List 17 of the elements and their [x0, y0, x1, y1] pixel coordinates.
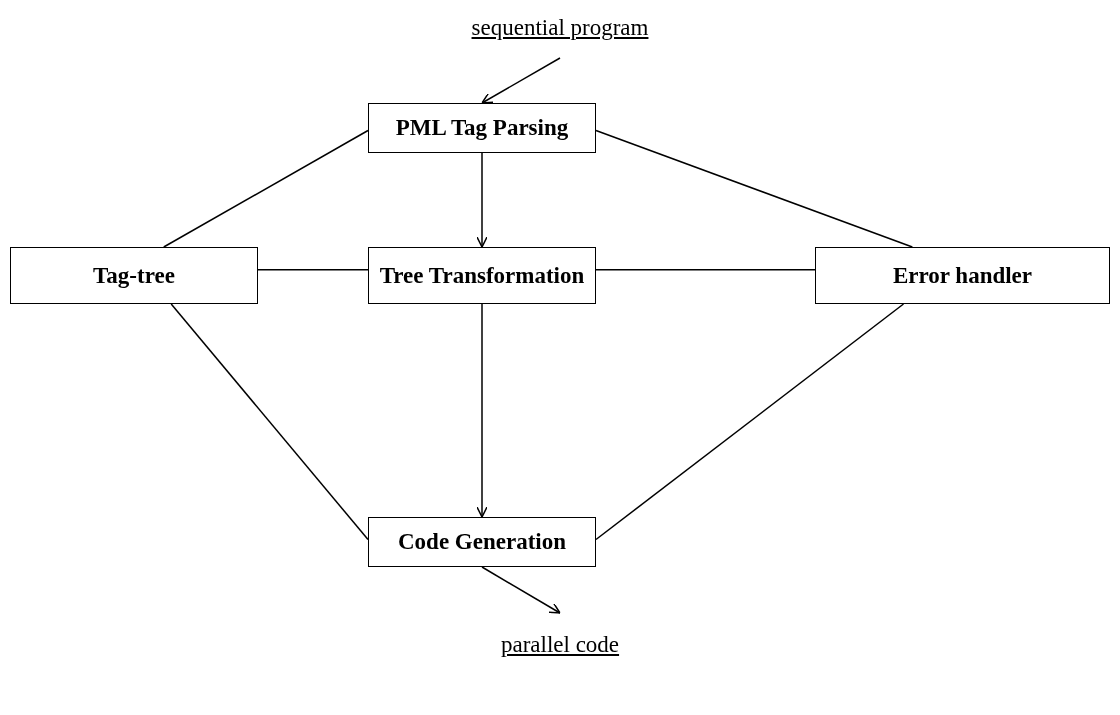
connector-line — [595, 269, 816, 271]
connector-line — [595, 129, 914, 248]
process-box: PML Tag Parsing — [368, 103, 596, 153]
arrow — [476, 303, 488, 518]
process-box: Tree Transformation — [368, 247, 596, 304]
connector-line — [170, 303, 369, 541]
arrow — [481, 566, 561, 614]
input-label: sequential program — [471, 15, 649, 41]
process-box: Error handler — [815, 247, 1110, 304]
connector-line — [257, 269, 369, 271]
arrow — [476, 152, 488, 248]
process-box: Code Generation — [368, 517, 596, 567]
process-box: Tag-tree — [10, 247, 258, 304]
connector-line — [595, 303, 905, 541]
arrow — [481, 57, 561, 104]
output-label: parallel code — [500, 632, 620, 658]
connector-line — [163, 129, 369, 248]
